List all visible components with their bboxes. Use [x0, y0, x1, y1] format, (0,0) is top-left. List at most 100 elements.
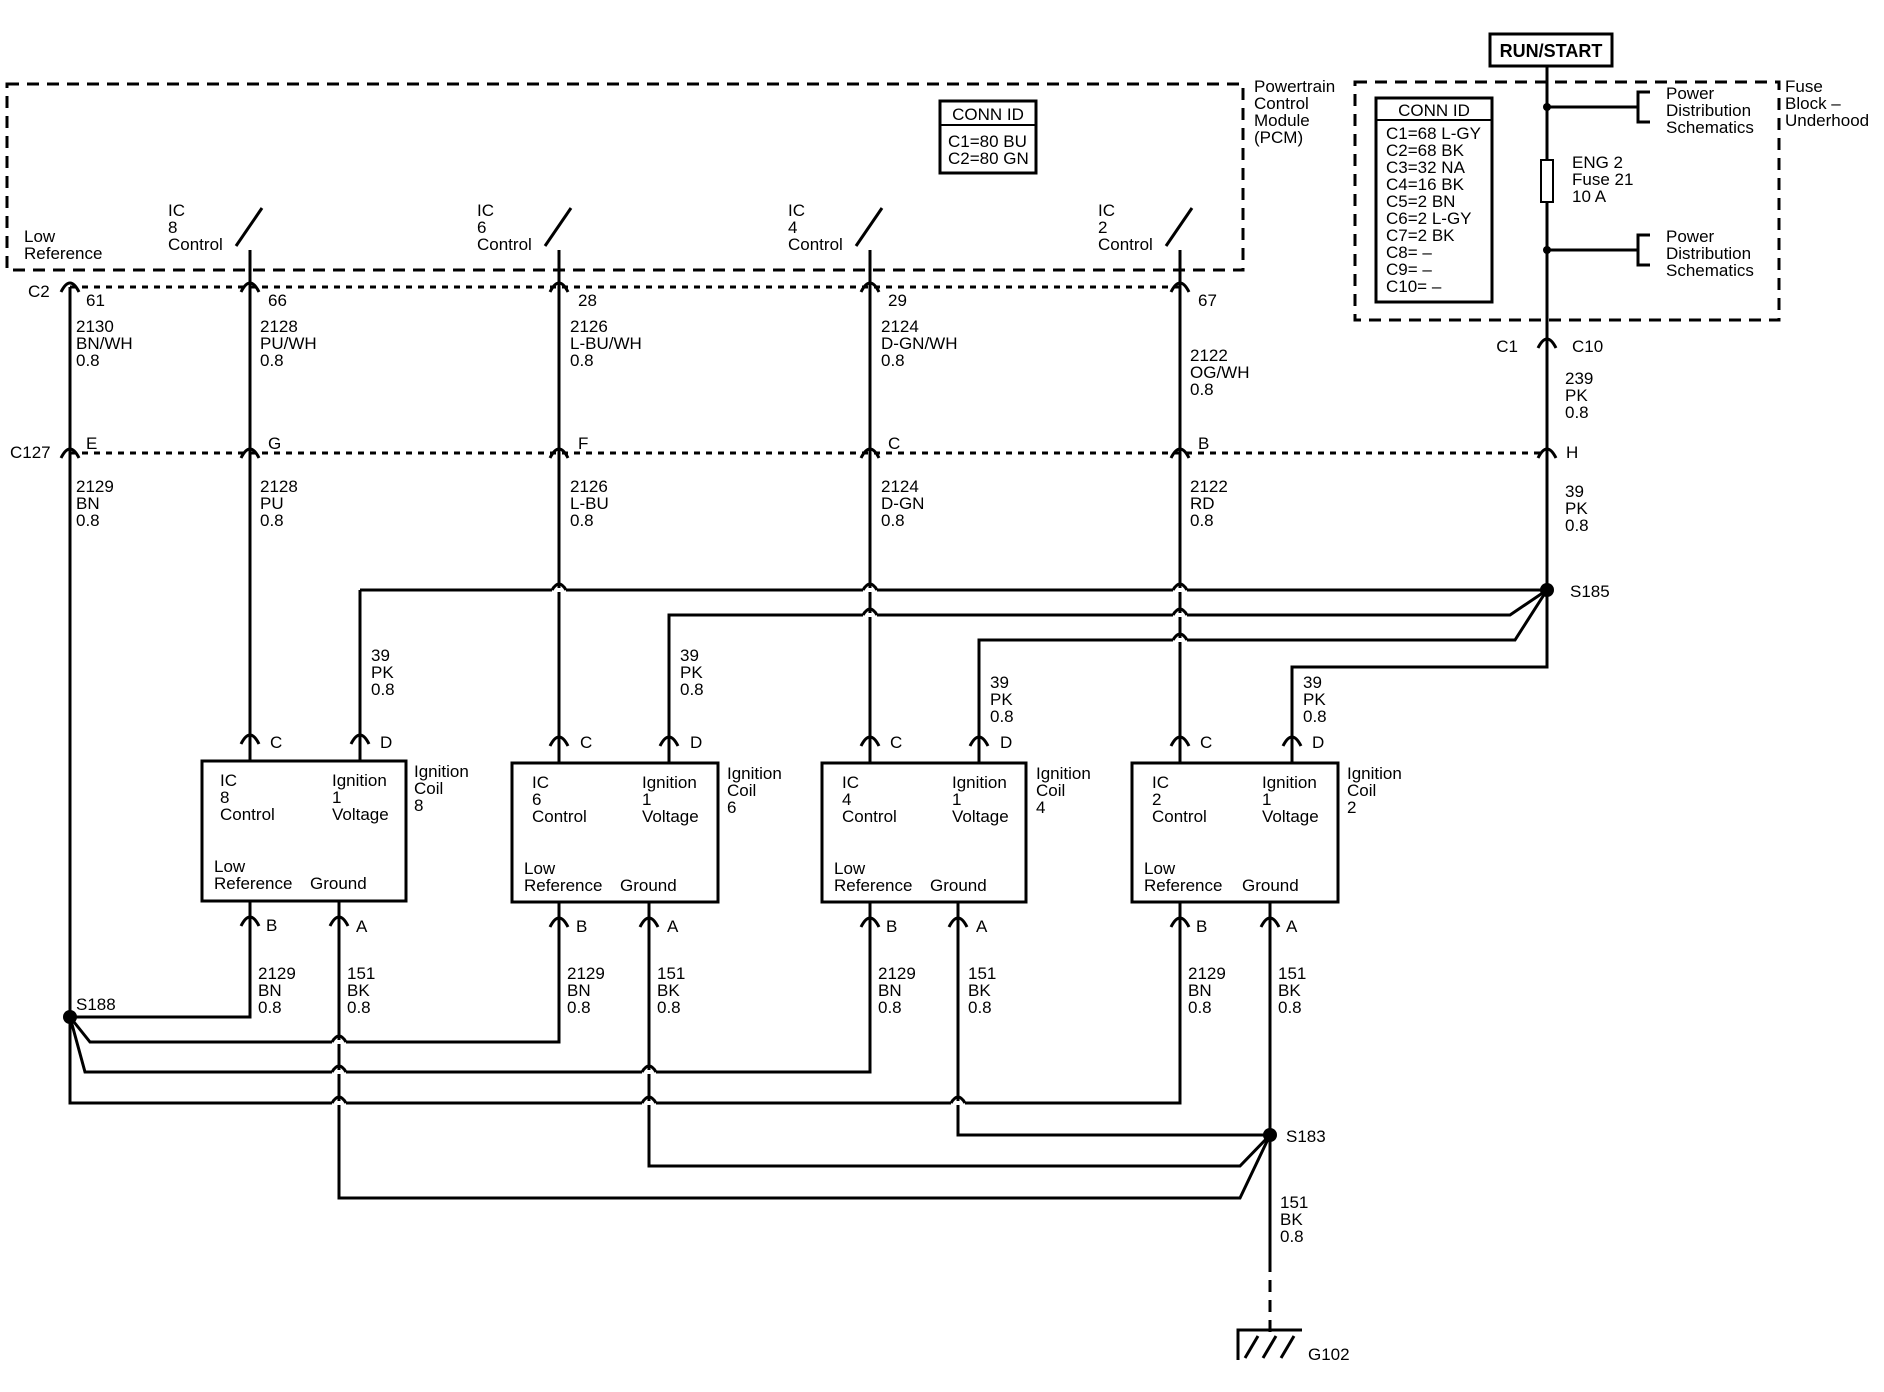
svg-text:PK: PK	[1565, 499, 1588, 518]
wire-label-2124-dgn: 2124 D-GN 0.8	[881, 477, 924, 530]
svg-text:28: 28	[578, 291, 597, 310]
svg-text:8: 8	[220, 788, 229, 807]
svg-text:Reference: Reference	[1144, 876, 1222, 895]
c127-terminal-cup	[1169, 447, 1191, 459]
coil-2-pin-a: A	[1286, 917, 1298, 936]
crossover-gap	[863, 588, 877, 592]
svg-text:(PCM): (PCM)	[1254, 128, 1303, 147]
svg-text:IC: IC	[220, 771, 237, 790]
coil-4-ground: Ground	[930, 876, 987, 895]
svg-text:2122: 2122	[1190, 477, 1228, 496]
svg-text:Fuse 21: Fuse 21	[1572, 170, 1633, 189]
low-reference-label: Low Reference	[24, 227, 102, 263]
coil-top-terminal-cup	[349, 733, 371, 745]
wire-label-2126-lbu: 2126 L-BU 0.8	[570, 477, 609, 530]
fuse-conn-id-list: C1=68 L-GY C2=68 BK C3=32 NA C4=16 BK C5…	[1386, 124, 1481, 296]
pcm-conn-id-box	[938, 99, 1038, 175]
svg-text:Control: Control	[788, 235, 843, 254]
coil-6-ic-control: IC 6 Control	[532, 773, 587, 826]
coil-top-terminal-cup	[968, 735, 990, 747]
coil-4-pin-c: C	[890, 733, 902, 752]
coil-4-box	[820, 761, 1028, 904]
svg-text:D-GN: D-GN	[881, 494, 924, 513]
crossover-gap	[332, 1070, 346, 1074]
wire-crossover-hop	[640, 1064, 658, 1073]
svg-text:D-GN/WH: D-GN/WH	[881, 334, 957, 353]
wire-crossover-hop	[550, 582, 568, 591]
svg-text:BN: BN	[76, 494, 100, 513]
wire-crossover-hop	[640, 1095, 658, 1104]
svg-text:2: 2	[1098, 218, 1107, 237]
svg-text:2129: 2129	[1188, 964, 1226, 983]
svg-text:0.8: 0.8	[76, 351, 100, 370]
svg-text:Reference: Reference	[214, 874, 292, 893]
wire-label-2129-bn: 2129 BN 0.8	[76, 477, 114, 530]
svg-text:Ignition: Ignition	[952, 773, 1007, 792]
coil-top-terminal-cup	[1281, 735, 1303, 747]
connector-c127-label: C127	[10, 443, 51, 462]
svg-text:39: 39	[1565, 482, 1584, 501]
crossover-gap	[1173, 638, 1187, 642]
svg-text:Ignition: Ignition	[642, 773, 697, 792]
svg-text:0.8: 0.8	[1280, 1227, 1304, 1246]
svg-text:Coil: Coil	[1036, 781, 1065, 800]
crossover-gap	[332, 1040, 346, 1044]
svg-text:29: 29	[888, 291, 907, 310]
coil-bottom-terminal-cup	[548, 916, 570, 928]
svg-text:Control: Control	[168, 235, 223, 254]
svg-text:0.8: 0.8	[570, 511, 594, 530]
splice-s183-label: S183	[1286, 1127, 1326, 1146]
pcm-conn-id-c1: C1=80 BU	[948, 132, 1027, 151]
c127-terminal-cup	[859, 447, 881, 459]
svg-text:Voltage: Voltage	[1262, 807, 1319, 826]
svg-text:0.8: 0.8	[1565, 516, 1589, 535]
pcm-enclosure	[5, 82, 1245, 272]
wire-label-2128-pu: 2128 PU 0.8	[260, 477, 298, 530]
crossover-gap	[552, 588, 566, 592]
coil-6-pin-b: B	[576, 917, 587, 936]
svg-text:Fuse: Fuse	[1785, 77, 1823, 96]
svg-text:6: 6	[532, 790, 541, 809]
svg-text:151: 151	[1280, 1193, 1308, 1212]
svg-text:PK: PK	[990, 690, 1013, 709]
svg-text:Low: Low	[524, 859, 556, 878]
svg-text:0.8: 0.8	[260, 351, 284, 370]
svg-text:Low: Low	[24, 227, 56, 246]
svg-text:2130: 2130	[76, 317, 114, 336]
coil-6-ref-wire-label: 2129 BN 0.8	[567, 964, 605, 1017]
svg-text:IC: IC	[168, 201, 185, 220]
coil-6-pin-a: A	[667, 917, 679, 936]
svg-text:2124: 2124	[881, 477, 919, 496]
svg-text:8: 8	[414, 796, 423, 815]
svg-text:Voltage: Voltage	[332, 805, 389, 824]
coil-6-ignition-voltage: Ignition 1 Voltage	[642, 773, 699, 826]
coil-4-ignition-voltage: Ignition 1 Voltage	[952, 773, 1009, 826]
coil-4-feed-label: 39 PK 0.8	[990, 673, 1014, 726]
svg-text:Reference: Reference	[834, 876, 912, 895]
svg-text:0.8: 0.8	[680, 680, 704, 699]
svg-text:Schematics: Schematics	[1666, 261, 1754, 280]
crossover-gap	[951, 1101, 965, 1105]
svg-text:BN: BN	[567, 981, 591, 1000]
wire-crossover-hop	[861, 582, 879, 591]
run-start-box	[1488, 32, 1614, 68]
svg-text:Coil: Coil	[414, 779, 443, 798]
coil-4-low-reference: Low Reference	[834, 859, 912, 895]
svg-text:BK: BK	[347, 981, 370, 1000]
c127-terminal-cup	[59, 447, 81, 459]
svg-text:Ignition: Ignition	[1262, 773, 1317, 792]
ic8-control-label: IC 8 Control	[168, 201, 223, 254]
c1-c10-terminal-cup	[1536, 337, 1558, 349]
svg-text:H: H	[1566, 443, 1578, 462]
svg-text:1: 1	[952, 790, 961, 809]
svg-text:2128: 2128	[260, 317, 298, 336]
svg-text:C7=2 BK: C7=2 BK	[1386, 226, 1455, 245]
svg-text:0.8: 0.8	[570, 351, 594, 370]
coil-4-pin-b: B	[886, 917, 897, 936]
coil-bottom-terminal-cup	[1169, 916, 1191, 928]
splice-dot	[1543, 103, 1551, 111]
svg-text:0.8: 0.8	[881, 351, 905, 370]
svg-text:0.8: 0.8	[347, 998, 371, 1017]
svg-text:Ignition: Ignition	[1036, 764, 1091, 783]
coil-top-terminal-cup	[548, 735, 570, 747]
